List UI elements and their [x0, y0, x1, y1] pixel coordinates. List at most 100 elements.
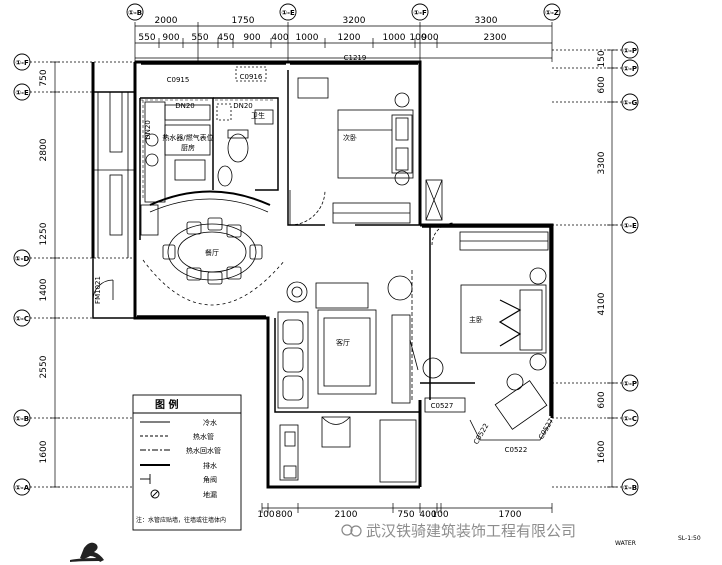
inner-walls — [137, 63, 551, 416]
dim-bottom-2: 800 — [275, 510, 292, 520]
dim-top2-5: 900 — [243, 33, 260, 43]
legend-note: 注：水管应贴墙，往墙或往墙体内 — [136, 516, 226, 524]
dim-right-5: 600 — [597, 391, 607, 408]
living-room — [277, 270, 466, 483]
axis-top-2: ①-E — [281, 9, 295, 17]
watermark-text: 武汉铁骑建筑装饰工程有限公司 — [366, 522, 576, 540]
dim-top2-2: 900 — [162, 33, 179, 43]
window-label-c1219: C1219 — [344, 54, 367, 62]
dim-bottom-6: 100 — [431, 510, 448, 520]
legend-item-drain: 排水 — [203, 461, 217, 470]
room-label-master-bedroom: 主卧 — [469, 315, 483, 324]
dimension-chain-left — [30, 61, 135, 488]
dim-top2-3: 550 — [191, 33, 208, 43]
walls — [91, 60, 554, 489]
axis-right-5: ①-P — [623, 380, 637, 388]
window-label-c0915: C0915 — [167, 76, 190, 84]
dim-left-2: 2800 — [39, 138, 49, 161]
dimension-text-bottom: 100 800 2100 750 400 100 1700 — [257, 510, 521, 520]
room-label-dining: 餐厅 — [205, 248, 219, 257]
legend-item-hot-water: 热水管 — [193, 432, 214, 441]
dim-top2-7: 1000 — [296, 33, 319, 43]
watermark-icon — [341, 524, 362, 537]
legend-item-floor-drain: 地漏 — [203, 490, 217, 499]
axis-left-6: ①-A — [15, 484, 30, 492]
window-label-c0916: C0916 — [240, 73, 263, 81]
axis-right-4: ①-E — [623, 222, 637, 230]
dim-bottom-5: 400 — [419, 510, 436, 520]
window-label-c0522-a: C0522 — [472, 422, 490, 446]
kitchen-fixtures — [140, 101, 211, 236]
axis-labels-top: ①-B ①-E ①-F ①-Z — [128, 9, 559, 17]
axis-bubbles-left — [13, 53, 31, 496]
dim-top-1: 2000 — [155, 16, 178, 26]
dimension-chain-bottom — [261, 503, 553, 513]
axis-right-6: ①-C — [623, 415, 637, 423]
dim-left-6: 1600 — [39, 440, 49, 463]
dim-right-3: 3300 — [597, 151, 607, 174]
axis-right-2: ①-P — [623, 65, 637, 73]
dim-right-4: 4100 — [597, 292, 607, 315]
legend-title: 图 例 — [155, 398, 178, 411]
dimension-text-left: 750 2800 1250 1400 2550 1600 — [39, 69, 49, 463]
axis-bubbles-right — [621, 41, 639, 496]
legend-item-hot-return: 热水回水管 — [186, 446, 221, 455]
dim-left-3: 1250 — [39, 222, 49, 245]
pipe-label-dn20-a: DN20 — [175, 102, 195, 110]
fixture-label-water-heater: 热水器/燃气表位 — [162, 133, 213, 142]
room-label-second-bedroom: 次卧 — [343, 133, 357, 142]
dim-right-2: 600 — [597, 76, 607, 93]
axis-top-1: ①-B — [128, 9, 142, 17]
room-label-kitchen: 厨房 — [181, 143, 195, 152]
window-label-c0527-a: C0527 — [431, 402, 454, 410]
dining-area — [142, 190, 286, 306]
axis-labels-left: ①-F ①-E ①-D ①-C ①-B ①-A — [15, 59, 30, 492]
window-label-c0527-b: C0527 — [537, 417, 555, 441]
axis-top-3: ①-F — [413, 9, 427, 17]
dim-right-1: 150 — [597, 50, 607, 67]
dim-left-4: 1400 — [39, 278, 49, 301]
axis-left-4: ①-C — [15, 315, 29, 323]
pipe-label-dn20-b: DN20 — [233, 102, 253, 110]
window-label-fm1021: FM1021 — [94, 276, 102, 304]
axis-top-4: ①-Z — [545, 9, 559, 17]
dim-right-6: 1600 — [597, 440, 607, 463]
dim-top-3: 3200 — [343, 16, 366, 26]
legend-item-cold-water: 冷水 — [203, 418, 217, 427]
axis-right-3: ①-G — [623, 99, 638, 107]
dim-top2-8: 1200 — [338, 33, 361, 43]
stair-shaft — [93, 91, 135, 258]
decorative-figure — [70, 542, 104, 562]
dim-top2-11: 900 — [421, 33, 438, 43]
dimension-chain-right — [552, 49, 625, 488]
axis-left-5: ①-B — [15, 415, 29, 423]
bathroom-fixtures — [216, 103, 274, 187]
axis-left-2: ①-E — [15, 89, 29, 97]
dim-top2-10: 100 — [409, 33, 426, 43]
dim-top2-1: 550 — [138, 33, 155, 43]
dimension-text-right: 150 600 3300 4100 600 1600 — [597, 50, 607, 463]
room-label-living: 客厅 — [336, 338, 350, 347]
dim-top-4: 3300 — [475, 16, 498, 26]
window-label-c0522-b: C0522 — [505, 446, 528, 454]
pipe-label-dn20-c: DN20 — [144, 120, 152, 140]
dim-top2-4: 450 — [217, 33, 234, 43]
master-bedroom — [431, 222, 553, 441]
dim-bottom-4: 750 — [397, 510, 414, 520]
axis-bubbles-top — [126, 3, 561, 21]
dimension-text-top: 2000 1750 3200 3300 550 900 550 450 900 … — [138, 16, 506, 43]
axis-labels-right: ①-P ①-P ①-G ①-E ①-P ①-C ①-B — [623, 47, 638, 492]
pipe-lines — [140, 99, 275, 200]
axis-right-1: ①-P — [623, 47, 637, 55]
footer-scale: SL-1:50 — [678, 535, 701, 542]
fixture-label-bath: 卫生 — [251, 111, 265, 120]
dim-top-2: 1750 — [232, 16, 255, 26]
dim-bottom-3: 2100 — [335, 510, 358, 520]
dimension-chain-top — [134, 22, 553, 62]
dim-bottom-1: 100 — [257, 510, 274, 520]
legend-item-angle-valve: 角阀 — [203, 475, 217, 484]
secondary-bedroom — [235, 66, 443, 226]
dim-left-5: 2550 — [39, 355, 49, 378]
axis-left-3: ①-D — [15, 255, 30, 263]
